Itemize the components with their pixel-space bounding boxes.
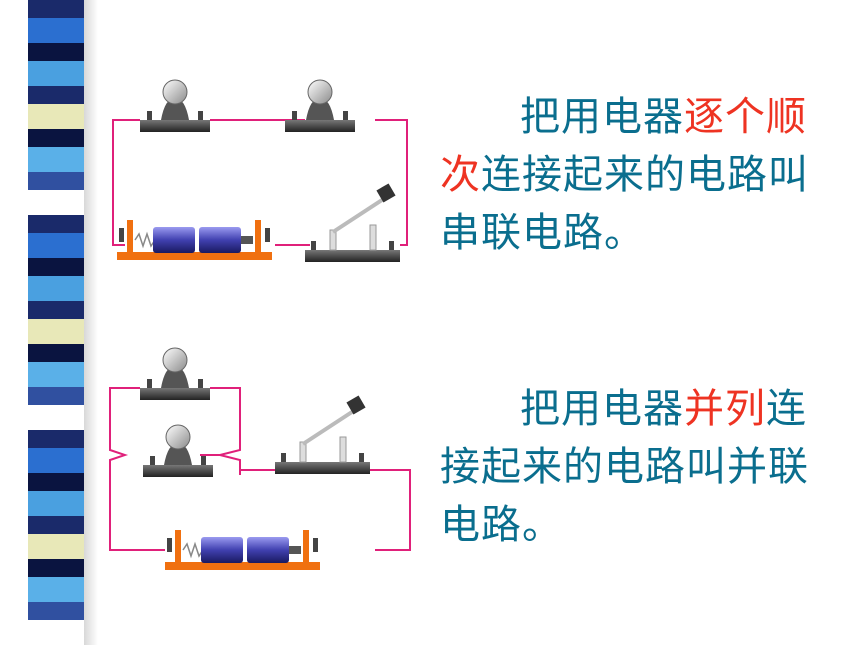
stripe-segment xyxy=(28,129,84,147)
series-bulb-1 xyxy=(139,79,211,133)
series-text-before: 把用电器 xyxy=(520,94,684,140)
parallel-highlight: 并列 xyxy=(684,386,766,432)
series-circuit xyxy=(112,79,408,264)
series-battery xyxy=(116,219,273,261)
stripe-segment xyxy=(28,534,84,559)
series-bulb-2 xyxy=(284,79,356,133)
stripe-segment xyxy=(28,104,84,129)
stripe-segment xyxy=(28,43,84,61)
stripe-segment xyxy=(28,430,84,448)
stripe-segment xyxy=(28,362,84,387)
stripe-segment xyxy=(28,172,84,190)
parallel-switch xyxy=(273,393,372,476)
stripe-segment xyxy=(28,276,84,301)
stripe-shadow xyxy=(84,0,98,645)
stripe-segment xyxy=(28,319,84,344)
stripe-segment xyxy=(28,405,84,430)
stripe-segment xyxy=(28,344,84,362)
stripe-segment xyxy=(28,387,84,405)
stripe-segment xyxy=(28,473,84,491)
parallel-text-after: 连接起来的电路叫并联电路。 xyxy=(440,386,809,548)
stripe-segment xyxy=(28,147,84,172)
series-switch xyxy=(303,181,402,264)
stripe-segment xyxy=(28,258,84,276)
parallel-text-before: 把用电器 xyxy=(520,386,684,432)
decorative-stripe-bar xyxy=(28,0,84,645)
stripe-segment xyxy=(28,18,84,43)
stripe-segment xyxy=(28,491,84,516)
series-text-after: 连接起来的电路叫串联电路。 xyxy=(440,152,809,256)
parallel-bulb-2 xyxy=(142,424,214,478)
parallel-battery xyxy=(164,529,321,571)
stripe-segment xyxy=(28,620,84,645)
stripe-segment xyxy=(28,577,84,602)
series-highlight: 逐个顺次 xyxy=(440,94,807,198)
stripe-segment xyxy=(28,448,84,473)
stripe-segment xyxy=(28,190,84,215)
stripe-segment xyxy=(28,61,84,86)
circuit-diagrams xyxy=(109,79,411,571)
stripe-segment xyxy=(28,86,84,104)
stripe-segment xyxy=(28,301,84,319)
parallel-circuit xyxy=(109,347,411,571)
stripe-segment xyxy=(28,215,84,233)
series-definition: 把用电器逐个顺次连接起来的电路叫串联电路。 xyxy=(440,88,835,262)
stripe-segment xyxy=(28,516,84,534)
parallel-bulb-1 xyxy=(139,347,211,401)
stripe-segment xyxy=(28,559,84,577)
parallel-definition: 把用电器并列连接起来的电路叫并联电路。 xyxy=(440,380,835,554)
stripe-segment xyxy=(28,0,84,18)
series-wire xyxy=(112,119,408,246)
stripe-segment xyxy=(28,233,84,258)
parallel-wire xyxy=(109,387,411,551)
stripe-segment xyxy=(28,602,84,620)
